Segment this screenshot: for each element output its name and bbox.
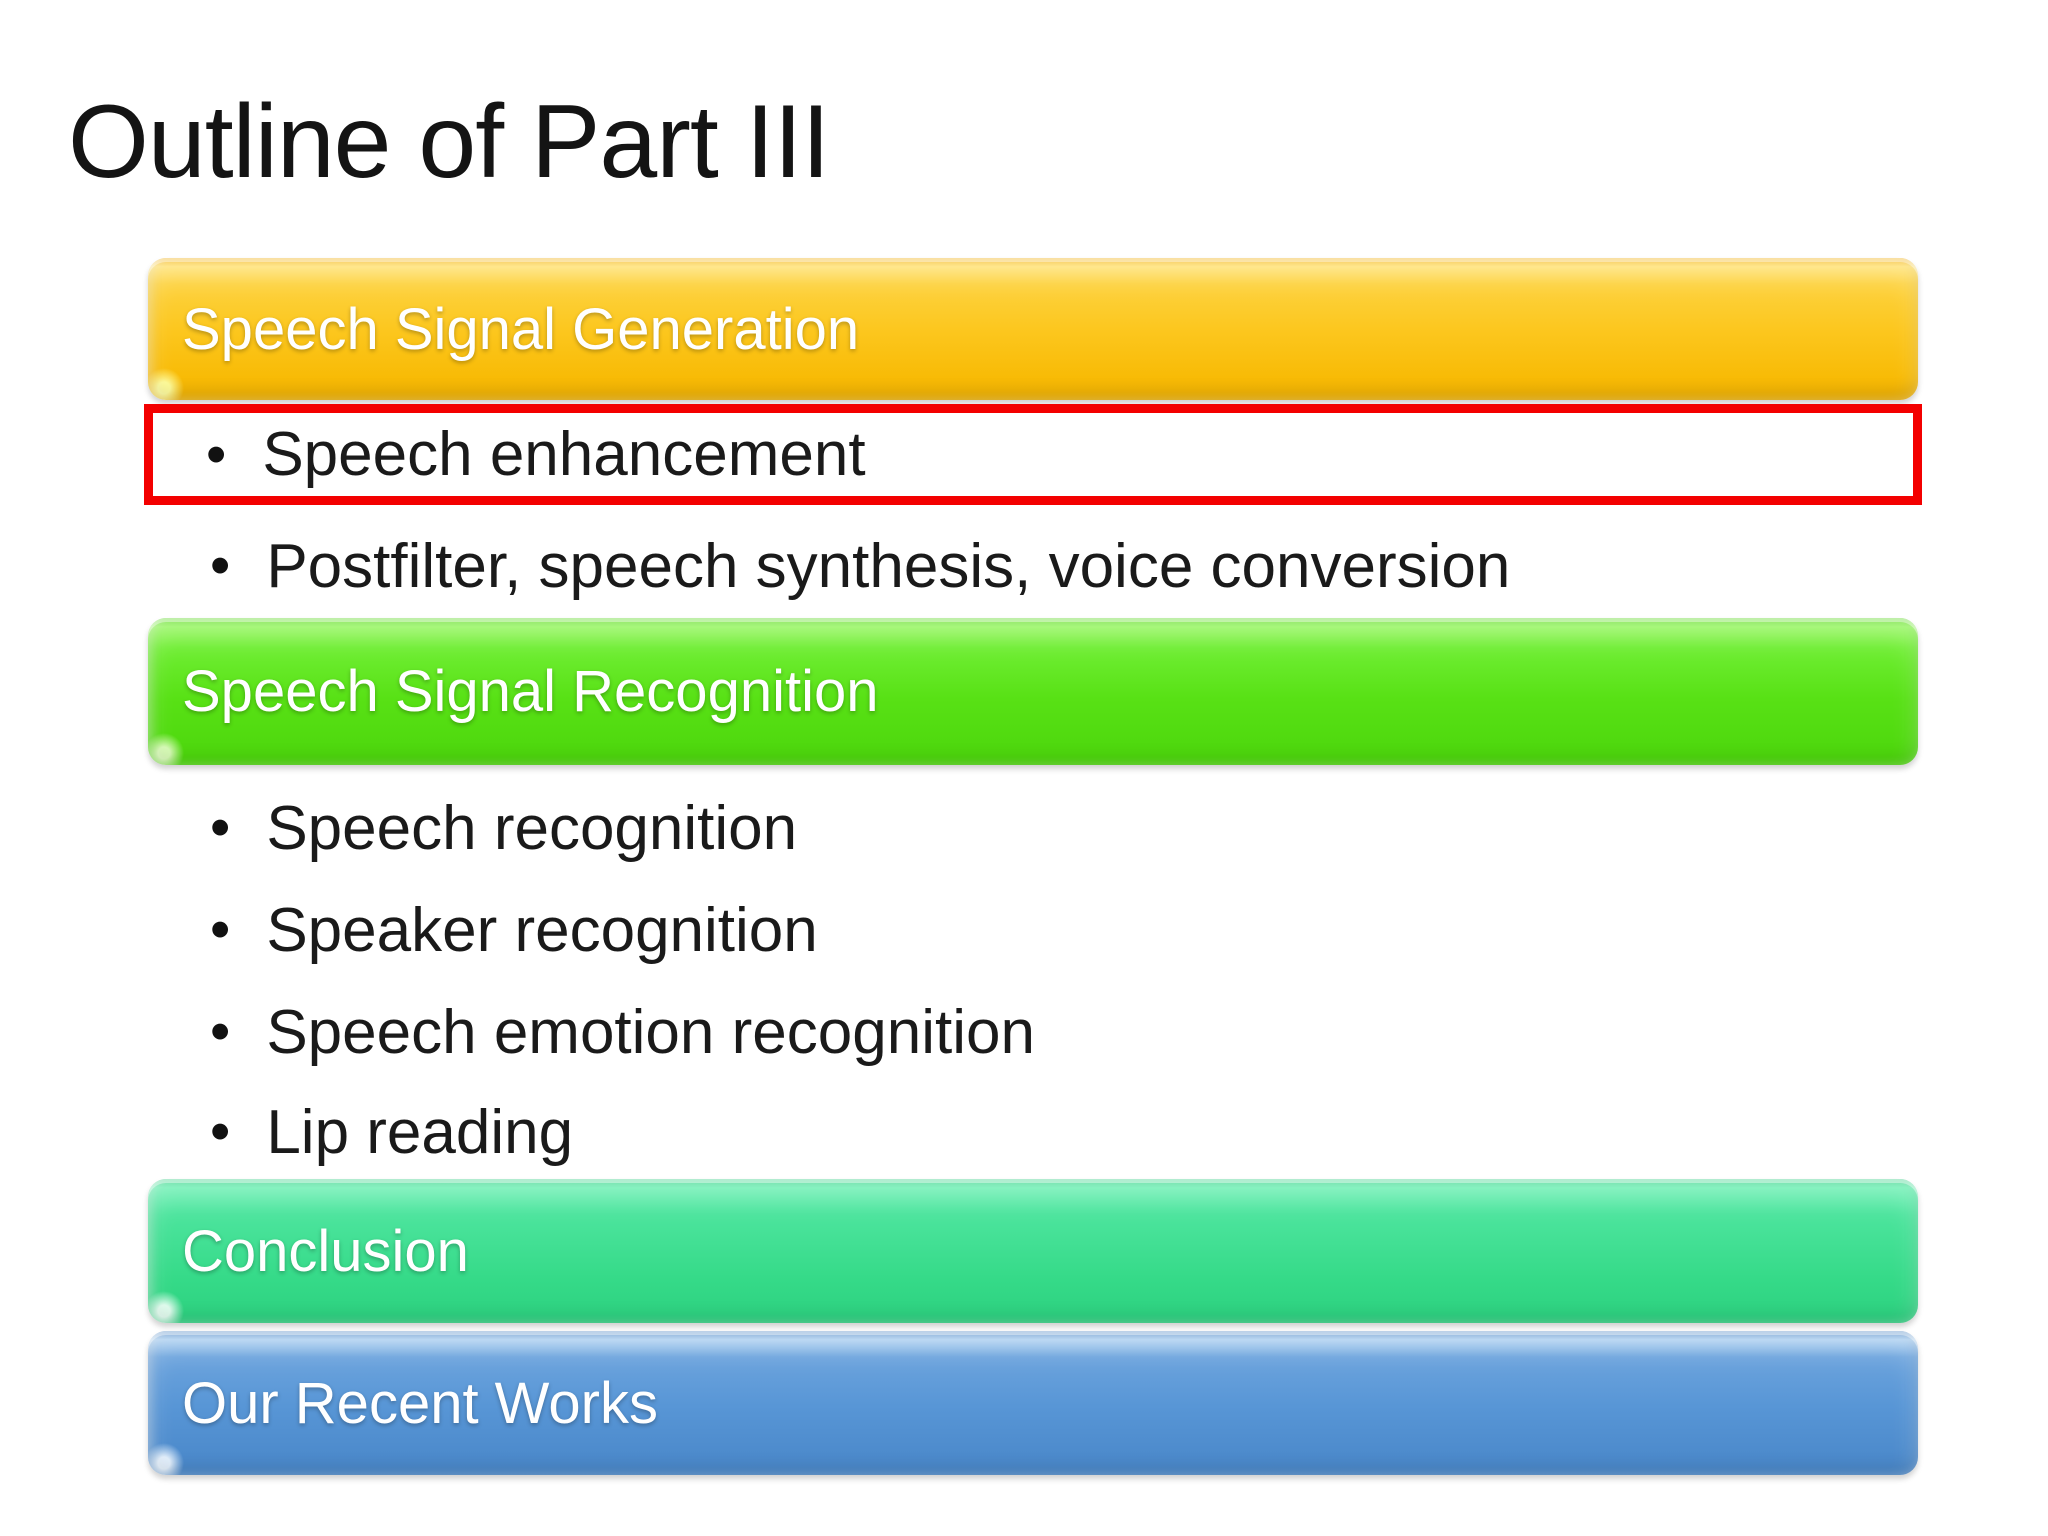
section-bar-speech-signal-recognition: Speech Signal Recognition bbox=[148, 618, 1918, 765]
highlight-box-annotation: • Speech enhancement bbox=[144, 404, 1922, 505]
bullet-icon: • bbox=[210, 533, 231, 598]
bullet-icon: • bbox=[210, 1099, 231, 1164]
bullet-text: Speech emotion recognition bbox=[266, 997, 1035, 1067]
section-bar-speech-signal-generation: Speech Signal Generation bbox=[148, 258, 1918, 400]
section-bar-label: Conclusion bbox=[182, 1218, 469, 1284]
bullet-item: • Speech emotion recognition bbox=[148, 982, 1918, 1082]
bullet-text: Speech enhancement bbox=[262, 420, 866, 489]
bullet-text: Postfilter, speech synthesis, voice conv… bbox=[266, 531, 1511, 601]
bullet-text: Speaker recognition bbox=[266, 895, 818, 965]
slide-title: Outline of Part III bbox=[68, 84, 830, 200]
bullet-text: Speech recognition bbox=[266, 793, 798, 863]
section-bar-label: Our Recent Works bbox=[182, 1370, 658, 1436]
section-bar-our-recent-works: Our Recent Works bbox=[148, 1331, 1918, 1475]
section-bar-label: Speech Signal Recognition bbox=[182, 659, 879, 724]
bullet-icon: • bbox=[210, 897, 231, 962]
bullet-text: Lip reading bbox=[266, 1097, 574, 1167]
bullet-item: • Speaker recognition bbox=[148, 880, 1918, 980]
bullet-icon: • bbox=[206, 421, 227, 487]
bullet-icon: • bbox=[210, 999, 231, 1064]
section-bar-conclusion: Conclusion bbox=[148, 1179, 1918, 1323]
bullet-item: • Speech recognition bbox=[148, 778, 1918, 878]
bullet-icon: • bbox=[210, 795, 231, 860]
bullet-item: • Postfilter, speech synthesis, voice co… bbox=[148, 514, 1918, 618]
section-bar-label: Speech Signal Generation bbox=[182, 296, 860, 362]
bullet-item: • Lip reading bbox=[148, 1082, 1918, 1182]
bullet-item: • Speech enhancement bbox=[153, 413, 1913, 496]
